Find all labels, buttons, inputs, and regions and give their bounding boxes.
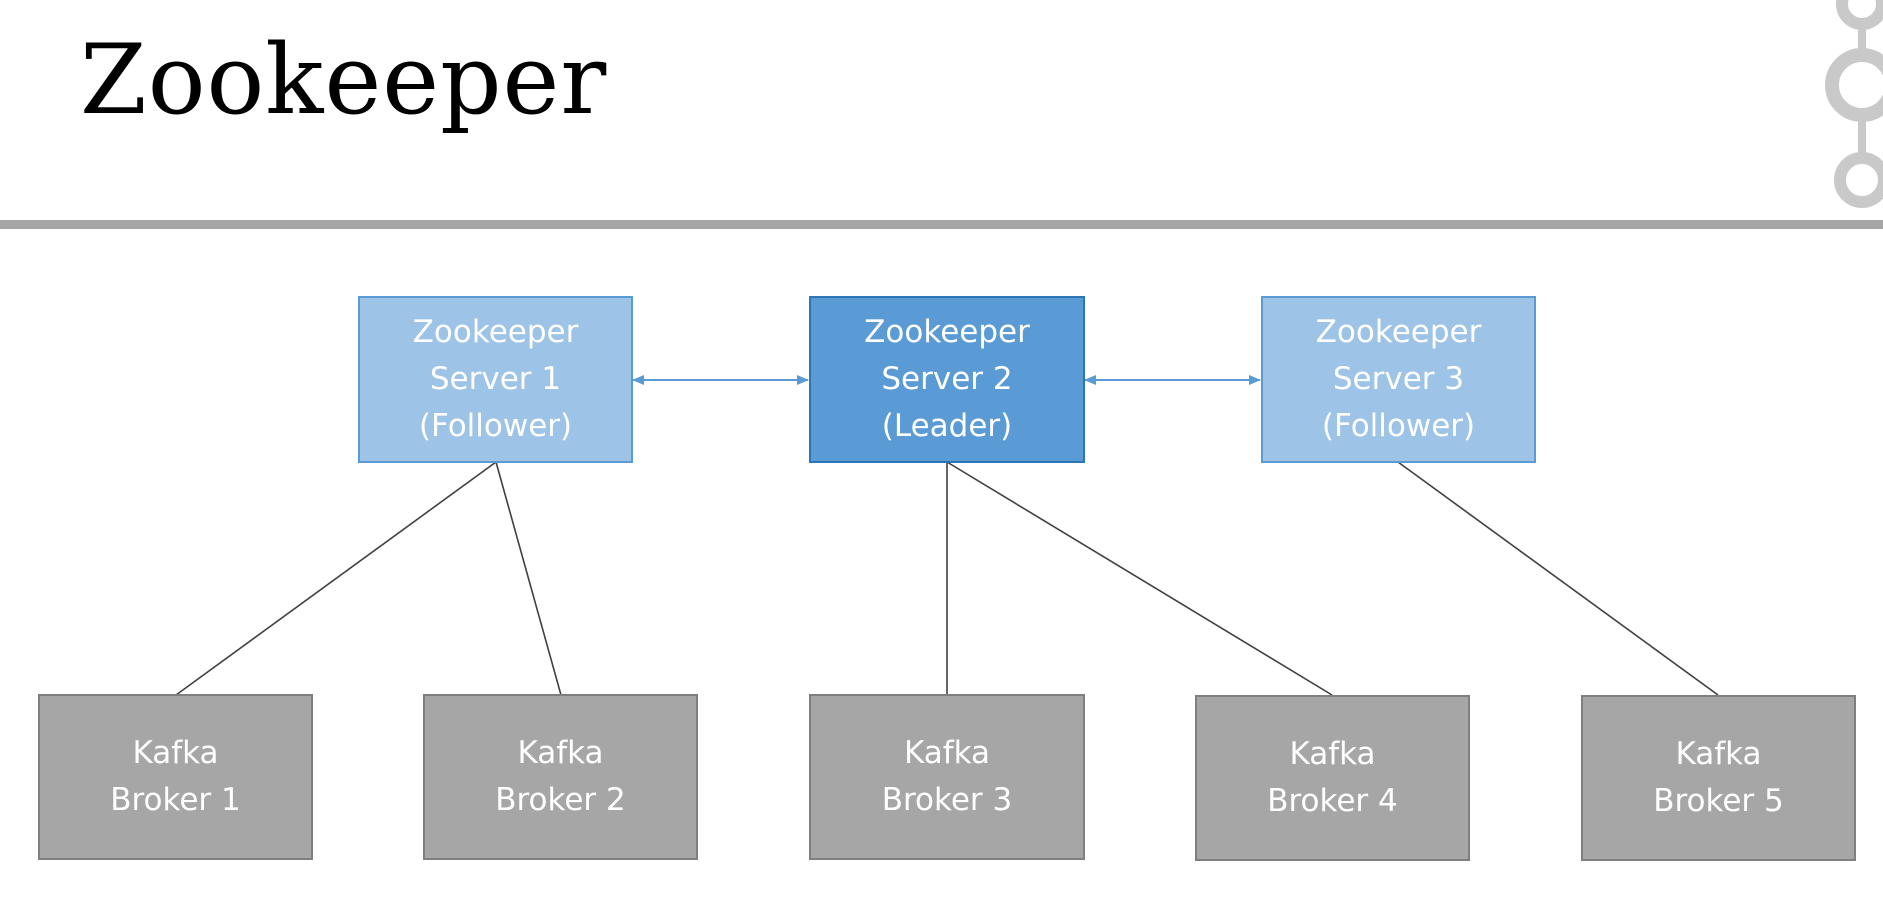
kafka-broker-5-line1: Kafka: [1675, 736, 1762, 772]
kafka-broker-1-line1: Kafka: [132, 735, 219, 771]
kafka-broker-1: Kafka Broker 1: [38, 694, 313, 860]
zookeeper-server-3-line1: Zookeeper: [1315, 314, 1482, 350]
kafka-logo-icon: [1825, 0, 1883, 208]
zookeeper-server-1: Zookeeper Server 1 (Follower): [358, 296, 633, 463]
kafka-broker-3-line2: Broker 3: [881, 782, 1013, 818]
edge-server1-broker2: [495, 461, 562, 696]
zookeeper-server-3-line2: Server 3: [1332, 361, 1465, 397]
title-divider: [0, 220, 1883, 229]
kafka-broker-4-line2: Broker 4: [1267, 783, 1398, 819]
edge-server2-broker4: [946, 461, 1333, 696]
zookeeper-server-3-line3: (Follower): [1321, 408, 1476, 444]
zookeeper-server-2-line3: (Leader): [881, 408, 1013, 444]
kafka-broker-3-line1: Kafka: [903, 735, 991, 771]
zookeeper-server-1-line2: Server 1: [429, 361, 562, 397]
kafka-broker-1-line2: Broker 1: [110, 782, 241, 818]
edge-server3-broker5: [1397, 461, 1719, 696]
zookeeper-server-1-line1: Zookeeper: [412, 314, 579, 350]
zookeeper-server-2-line2: Server 2: [881, 361, 1013, 397]
kafka-broker-2-line2: Broker 2: [495, 782, 626, 818]
kafka-broker-4: Kafka Broker 4: [1195, 695, 1470, 861]
zookeeper-server-2-line1: Zookeeper: [864, 314, 1030, 350]
kafka-broker-5-line2: Broker 5: [1653, 783, 1784, 819]
zookeeper-server-2: Zookeeper Server 2 (Leader): [809, 296, 1085, 463]
kafka-broker-4-line1: Kafka: [1289, 736, 1376, 772]
slide-title: Zookeeper: [80, 24, 608, 136]
zookeeper-server-1-line3: (Follower): [418, 408, 573, 444]
kafka-broker-2: Kafka Broker 2: [423, 694, 698, 860]
edge-server1-broker1: [175, 461, 497, 696]
zookeeper-server-3: Zookeeper Server 3 (Follower): [1261, 296, 1536, 463]
kafka-broker-5: Kafka Broker 5: [1581, 695, 1856, 861]
kafka-broker-2-line1: Kafka: [517, 735, 604, 771]
kafka-broker-3: Kafka Broker 3: [809, 694, 1085, 860]
